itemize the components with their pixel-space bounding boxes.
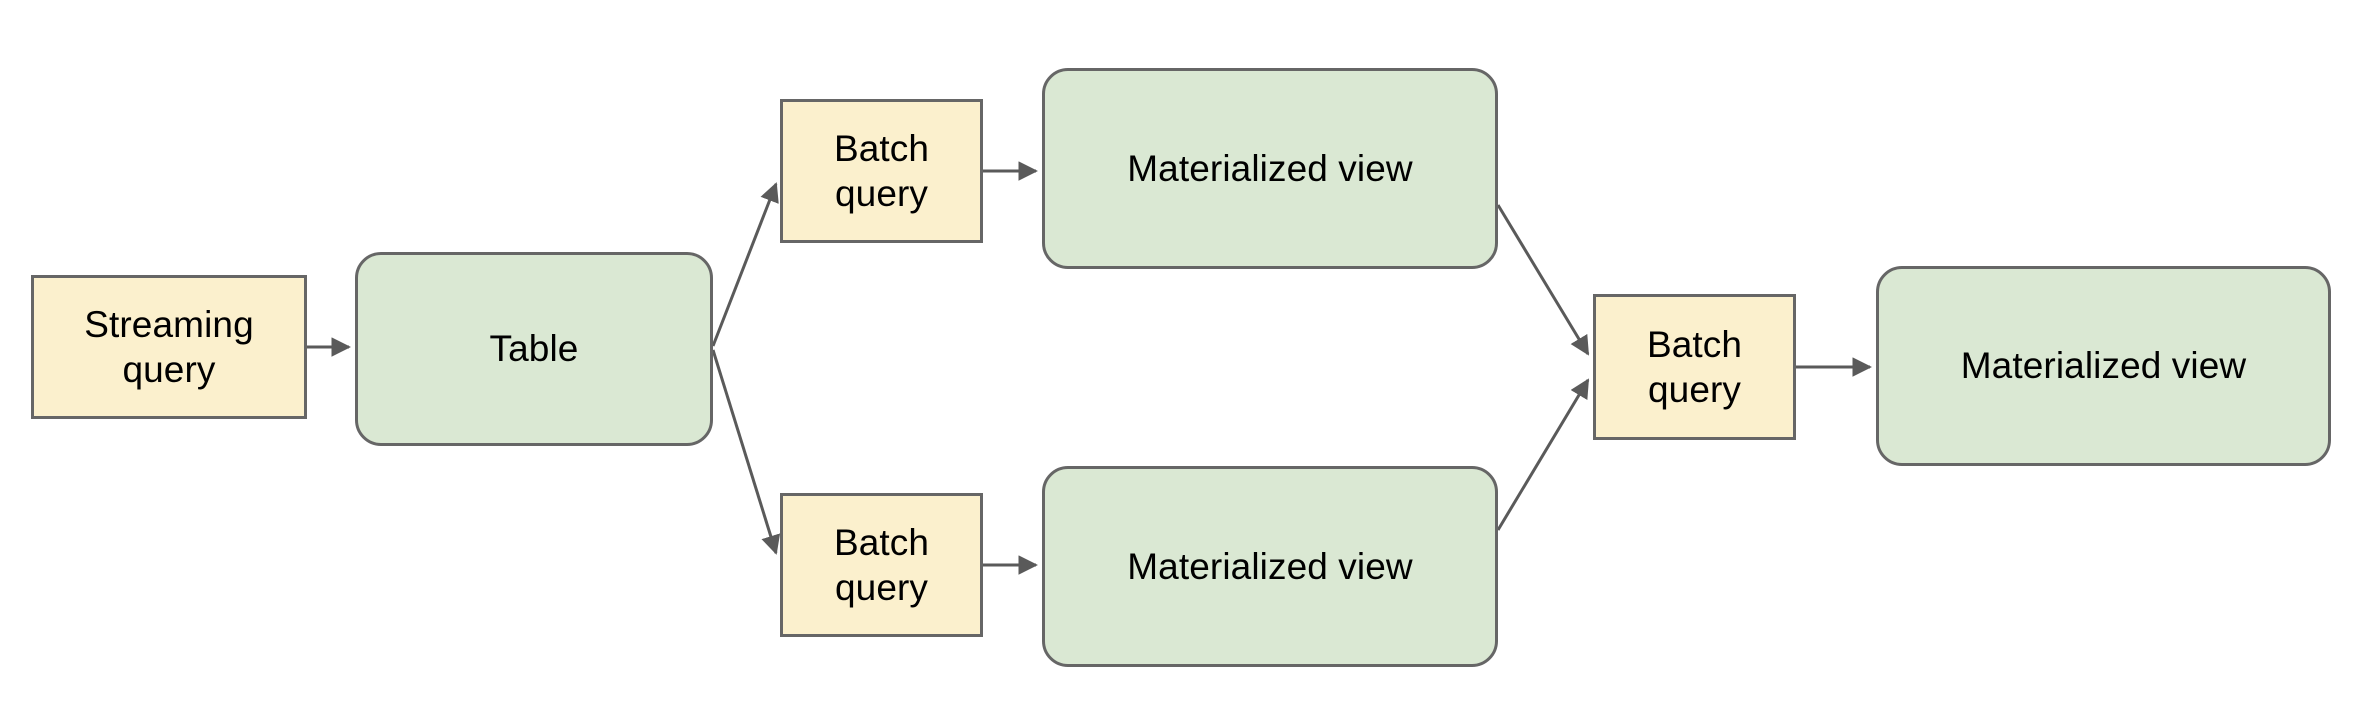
node-label-table: Table [489, 328, 579, 370]
node-label-materialized-view-bottom: Materialized view [1127, 545, 1413, 587]
node-label-batch-query-top: Batch query [833, 127, 930, 214]
node-batch-query-bottom[interactable]: Batch query [780, 493, 983, 637]
node-label-batch-query-merge: Batch query [1646, 323, 1743, 410]
node-label-batch-query-bottom: Batch query [833, 521, 930, 608]
node-batch-query-merge[interactable]: Batch query [1593, 294, 1796, 440]
node-table[interactable]: Table [355, 252, 713, 446]
edge-materialized-view-bottom-to-batch-query-merge [1496, 378, 1590, 531]
node-materialized-view-top[interactable]: Materialized view [1042, 68, 1498, 269]
edge-materialized-view-top-to-batch-query-merge [1496, 204, 1590, 356]
node-label-streaming-query: Streaming query [84, 303, 254, 390]
edge-table-to-batch-query-bottom [711, 349, 781, 555]
node-batch-query-top[interactable]: Batch query [780, 99, 983, 243]
node-label-materialized-view-top: Materialized view [1127, 147, 1413, 189]
node-label-materialized-view-final: Materialized view [1960, 345, 2247, 387]
edge-table-to-batch-query-top [711, 182, 779, 347]
node-materialized-view-final[interactable]: Materialized view [1876, 266, 2331, 466]
node-streaming-query[interactable]: Streaming query [31, 275, 307, 419]
node-materialized-view-bottom[interactable]: Materialized view [1042, 466, 1498, 667]
